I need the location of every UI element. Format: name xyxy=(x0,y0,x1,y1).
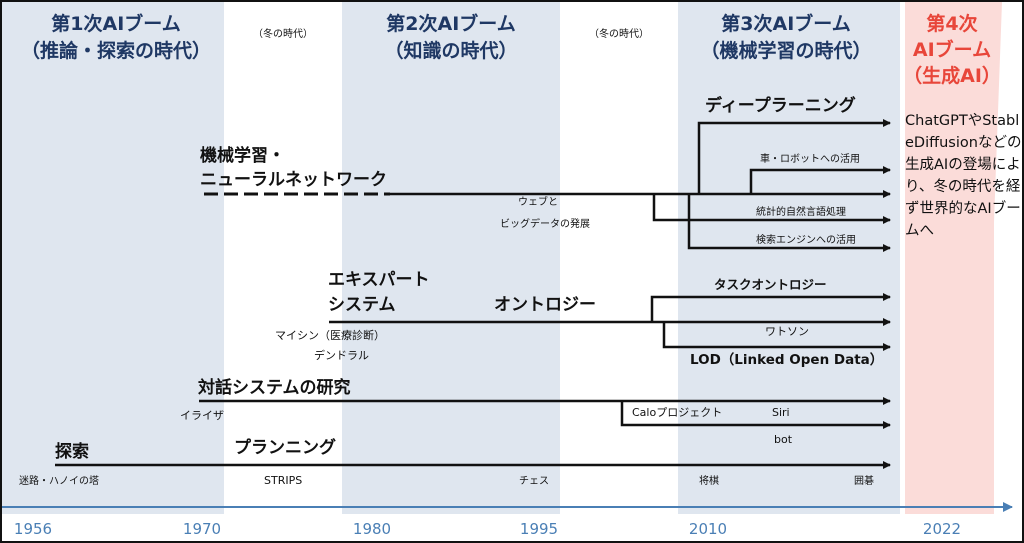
planning-title: プランニング xyxy=(234,437,336,458)
ontology-label: オントロジー xyxy=(494,295,596,315)
dialog-bot-branch xyxy=(620,401,891,429)
maze-hanoi-label: 迷路・ハノイの塔 xyxy=(19,474,99,487)
search-engine-label: 検索エンジンへの活用 xyxy=(756,233,856,246)
siri-label: Siri xyxy=(772,406,790,419)
watson-label: ワトソン xyxy=(765,325,809,338)
search-title: 探索 xyxy=(55,441,89,462)
ml-stat-nlp-branch xyxy=(652,194,891,224)
bot-label: bot xyxy=(774,433,793,446)
chess-label: チェス xyxy=(519,475,549,487)
boom3-title: 第3次AIブーム xyxy=(721,12,850,35)
boom1-subtitle: （推論・探索の時代） xyxy=(21,39,211,62)
lod-branch xyxy=(662,322,891,351)
stat-nlp-label: 統計的自然言語処理 xyxy=(756,205,846,218)
year-2022: 2022 xyxy=(923,520,961,538)
boom1-title: 第1次AIブーム xyxy=(51,12,180,35)
mycin-label: マイシン（医療診断） xyxy=(275,328,385,342)
strips-label: STRIPS xyxy=(264,474,302,487)
ml-search-engine-branch xyxy=(687,194,891,252)
boom2-title: 第2次AIブーム xyxy=(386,12,515,35)
task-ontology-branch xyxy=(650,293,891,322)
calo-label: Caloプロジェクト xyxy=(632,406,722,419)
boom2-subtitle: （知識の時代） xyxy=(384,39,517,62)
lod-label: LOD（Linked Open Data） xyxy=(690,352,883,368)
boom1-band xyxy=(2,2,224,514)
boom3-band xyxy=(678,2,900,514)
dialog-title: 対話システムの研究 xyxy=(197,377,351,398)
year-1980: 1980 xyxy=(353,520,391,538)
deep-learning-label: ディープラーニング xyxy=(705,95,856,116)
year-2010: 2010 xyxy=(689,520,727,538)
ml-title-line2: ニューラルネットワーク xyxy=(200,170,387,190)
boom2-band xyxy=(342,2,560,514)
expert-title-line2: システム xyxy=(328,295,396,315)
year-1970: 1970 xyxy=(183,520,221,538)
go-label: 囲碁 xyxy=(854,474,874,487)
boom4-title-line2: AIブーム xyxy=(913,38,991,61)
eliza-label: イライザ xyxy=(180,409,224,422)
robot-label: 車・ロボットへの活用 xyxy=(760,152,860,165)
ml-robot-branch xyxy=(749,166,891,194)
year-1995: 1995 xyxy=(520,520,558,538)
ml-deep-learning-branch xyxy=(697,119,891,194)
task-ontology-label: タスクオントロジー xyxy=(714,277,827,292)
gen-ai-note: ChatGPTやStableDiffusionなどの生成AIの登場により、冬の時… xyxy=(905,113,1022,239)
winter-label-2: （冬の時代） xyxy=(589,27,649,40)
web-note-line1: ウェブと xyxy=(518,195,558,208)
winter-label-1: （冬の時代） xyxy=(253,27,313,40)
year-1956: 1956 xyxy=(14,520,52,538)
ml-title-line1: 機械学習・ xyxy=(200,145,285,166)
web-note-line2: ビッグデータの発展 xyxy=(500,217,590,230)
shogi-label: 将棋 xyxy=(699,474,719,487)
expert-title-line1: エキスパート xyxy=(328,270,430,290)
boom4-band xyxy=(905,2,1002,514)
boom3-subtitle: （機械学習の時代） xyxy=(700,39,871,62)
dendral-label: デンドラル xyxy=(314,348,369,362)
boom4-title-line1: 第4次 xyxy=(926,12,977,35)
boom4-title-line3: （生成AI） xyxy=(903,64,1001,87)
